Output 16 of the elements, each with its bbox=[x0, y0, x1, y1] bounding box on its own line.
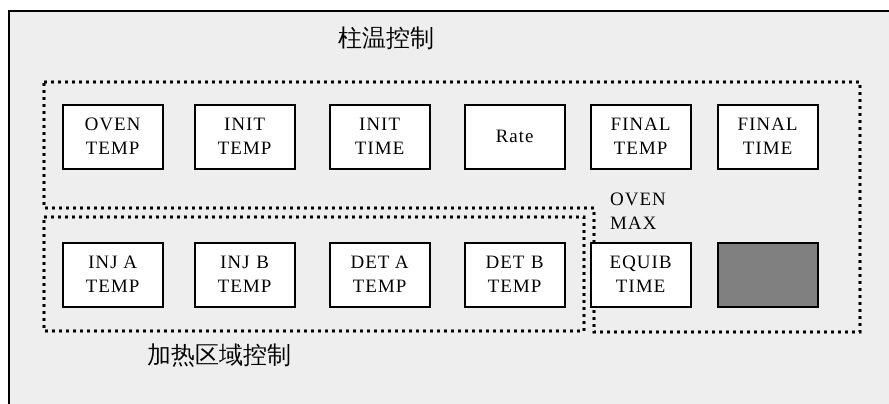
group-title: 加热区域控制 bbox=[147, 340, 291, 371]
key: FINAL TIME bbox=[717, 104, 819, 170]
key: OVEN TEMP bbox=[62, 104, 164, 170]
key: INJ A TEMP bbox=[62, 242, 164, 308]
control-panel bbox=[8, 10, 889, 404]
key: EQUIB TIME bbox=[590, 242, 692, 308]
key: Rate bbox=[464, 104, 566, 170]
key: INJ B TEMP bbox=[194, 242, 296, 308]
shift-label: OVEN MAX bbox=[610, 188, 668, 236]
blank-key bbox=[717, 242, 819, 308]
group-title: 柱温控制 bbox=[338, 23, 434, 54]
key: DET A TEMP bbox=[329, 242, 431, 308]
key: INIT TIME bbox=[329, 104, 431, 170]
key: INIT TEMP bbox=[194, 104, 296, 170]
key: DET B TEMP bbox=[464, 242, 566, 308]
key: FINAL TEMP bbox=[590, 104, 692, 170]
